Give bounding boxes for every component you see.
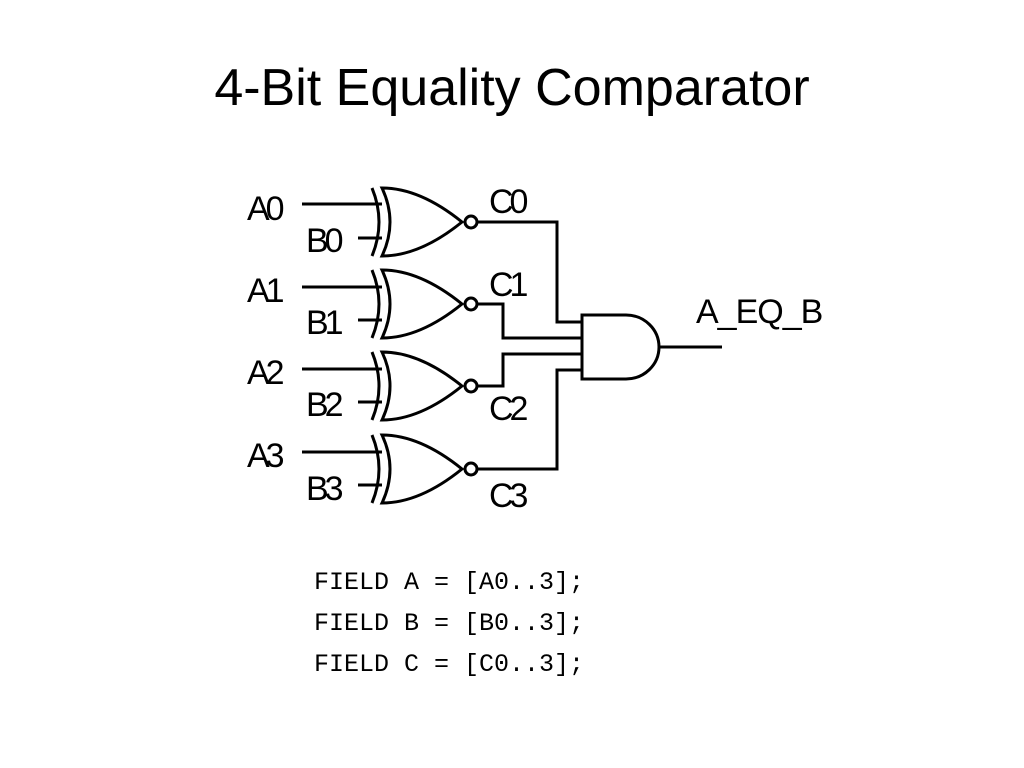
xnor-gate-2 — [302, 350, 479, 422]
code-line-3: FIELD C = [C0..3]; — [314, 650, 585, 679]
input-label-a3: A3 — [247, 437, 284, 475]
code-line-2: FIELD B = [B0..3]; — [314, 609, 585, 638]
and-gate — [580, 313, 722, 381]
signal-label-c1: C1 — [489, 266, 528, 304]
signal-label-c2: C2 — [489, 390, 528, 428]
input-label-b0: B0 — [306, 222, 343, 260]
input-label-b2: B2 — [306, 386, 343, 424]
interconnect-wires — [477, 220, 582, 471]
output-label: A_EQ_B — [696, 293, 822, 331]
signal-label-c3: C3 — [489, 477, 528, 515]
input-label-a2: A2 — [247, 354, 284, 392]
code-block: FIELD A = [A0..3]; FIELD B = [B0..3]; FIEL… — [314, 562, 584, 685]
input-label-a0: A0 — [247, 190, 284, 228]
code-line-1: FIELD A = [A0..3]; — [314, 568, 585, 597]
signal-label-c0: C0 — [489, 183, 528, 221]
input-label-a1: A1 — [247, 272, 284, 310]
xnor-gate-0 — [302, 186, 479, 258]
slide-title: 4-Bit Equality Comparator — [214, 59, 810, 117]
input-label-b3: B3 — [306, 470, 343, 508]
xnor-gate-1 — [302, 268, 479, 340]
input-label-b1: B1 — [306, 304, 343, 342]
xnor-gate-3 — [302, 433, 479, 505]
